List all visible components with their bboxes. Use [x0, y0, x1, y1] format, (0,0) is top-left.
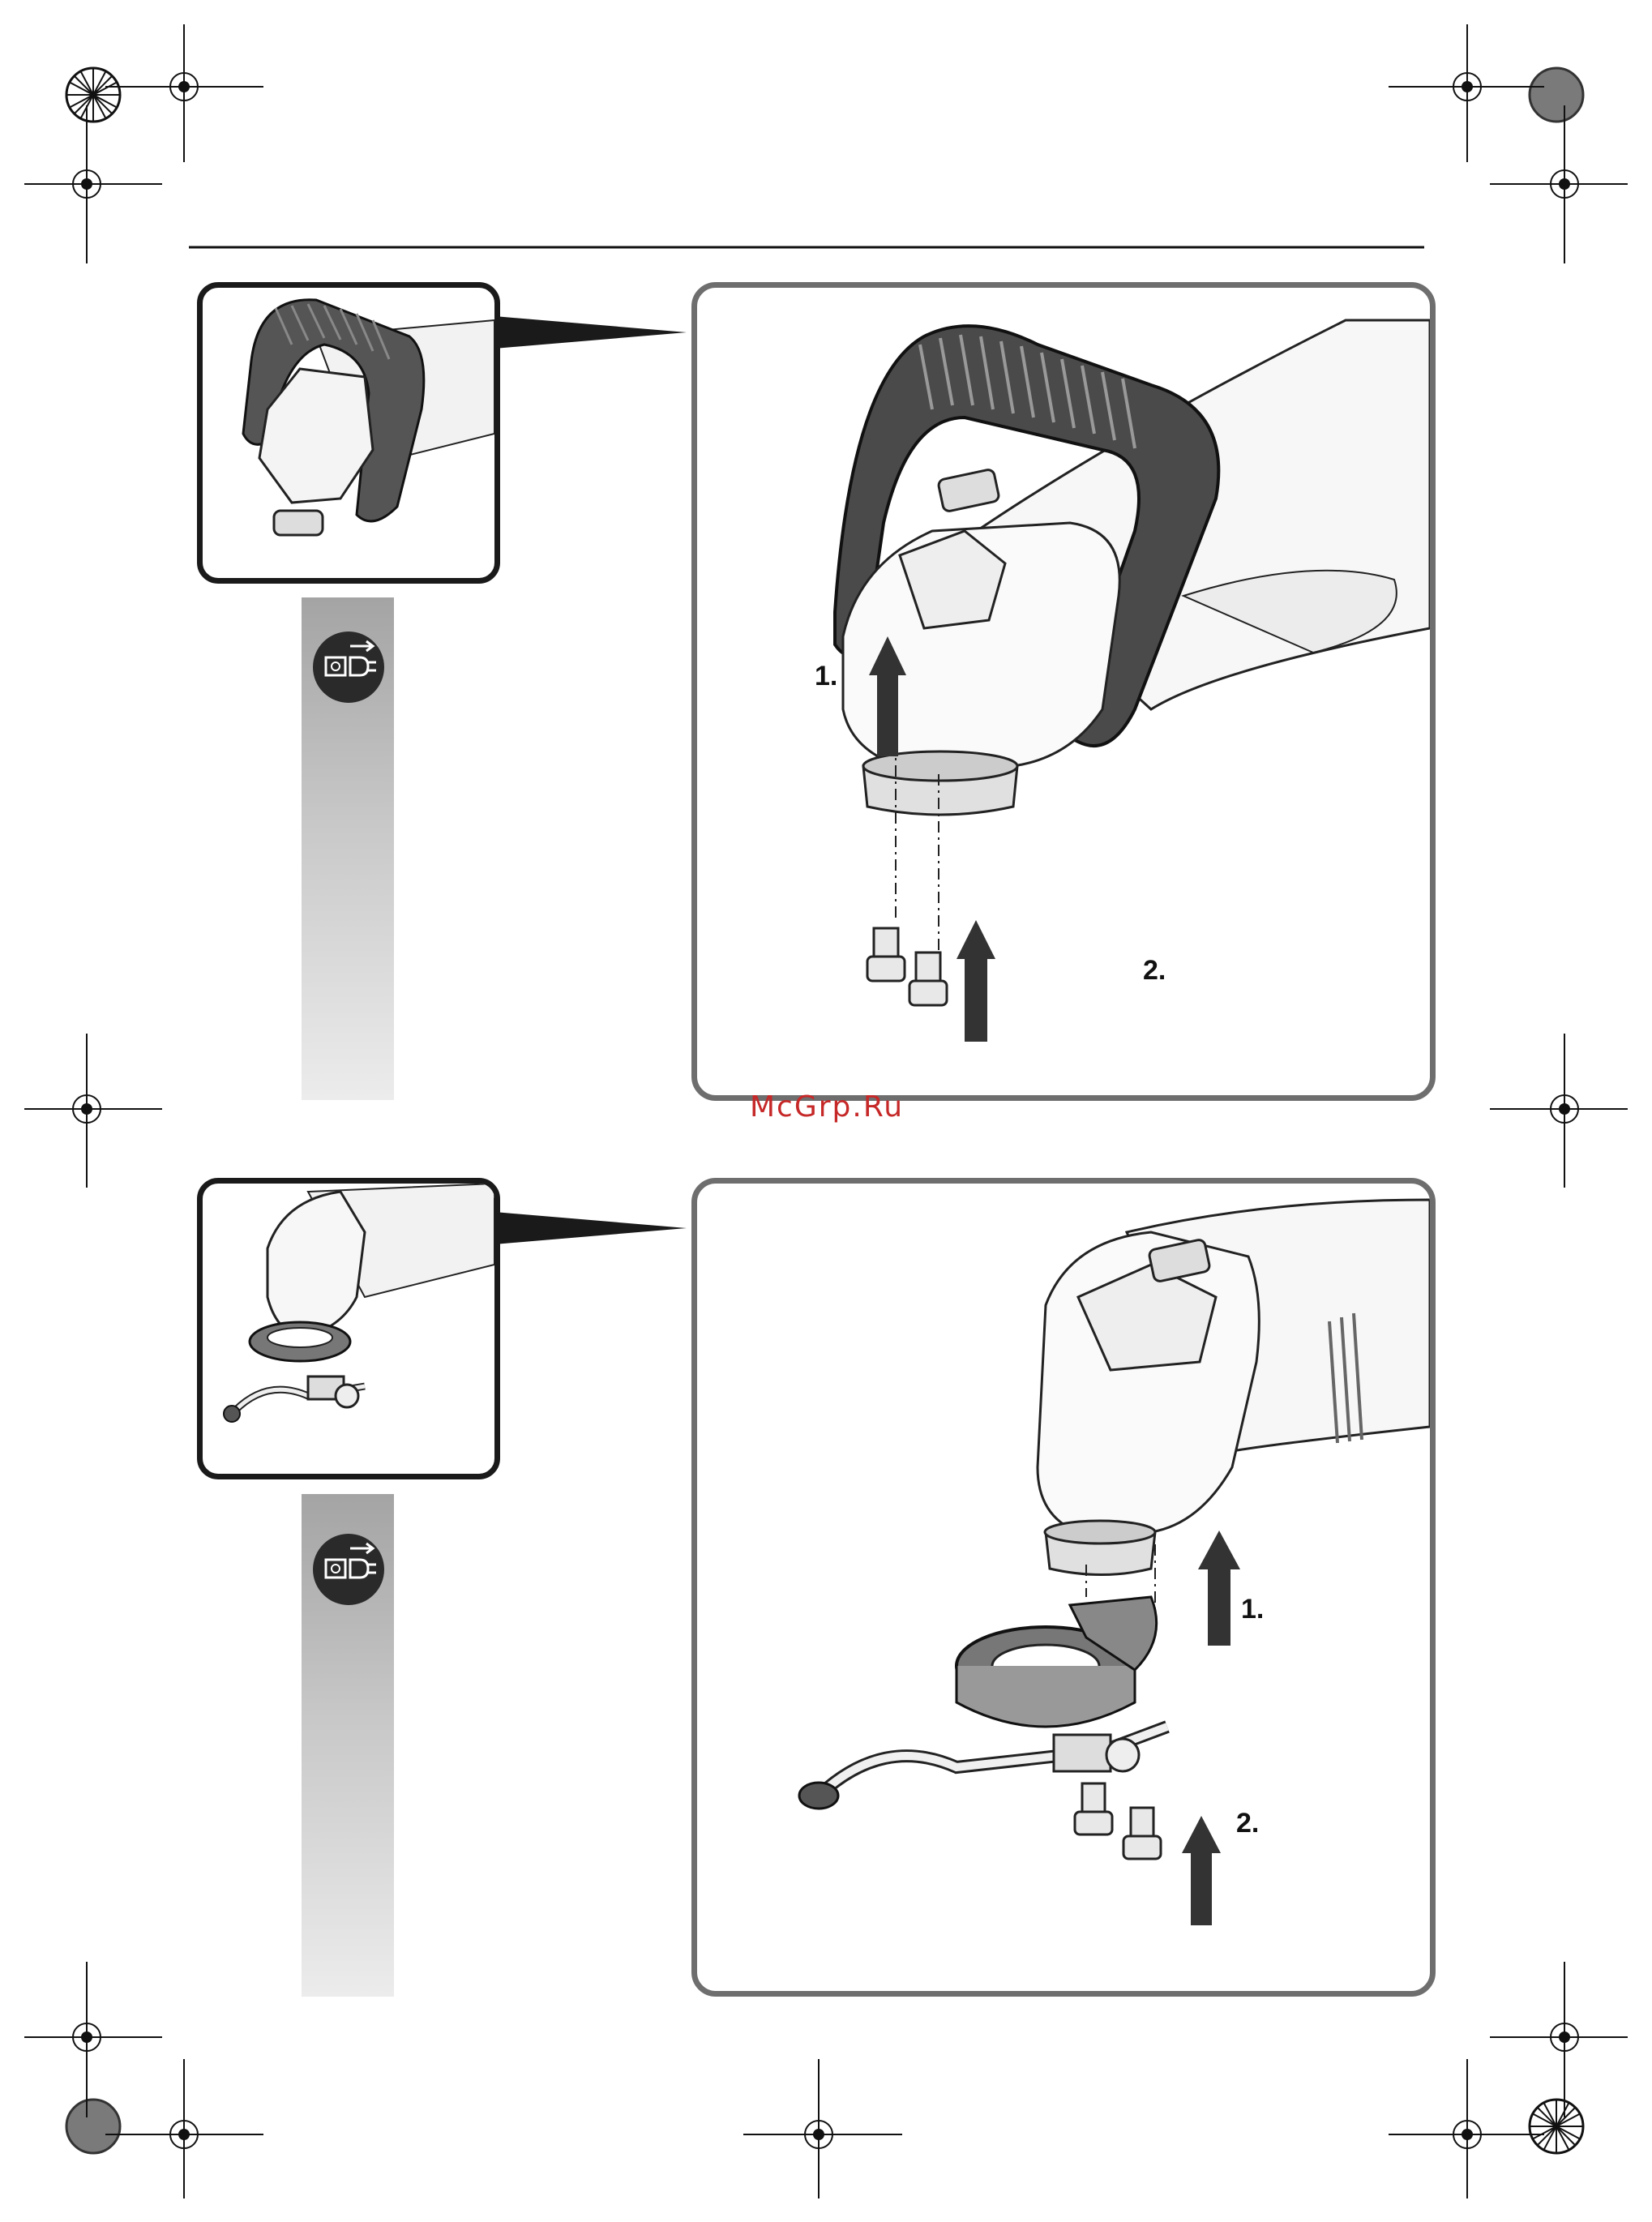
unplug-power-icon [311, 630, 386, 704]
figure-2-step-2-label: 2. [1236, 1808, 1259, 1839]
figure-1-step-1-label: 1. [815, 661, 837, 692]
figure-2-thumbnail [197, 1178, 500, 1479]
unplug-power-icon [311, 1532, 386, 1607]
zoom-pointer [494, 1204, 689, 1252]
remove-handle-drawing [697, 288, 1430, 1095]
figure-1-main-panel [691, 282, 1436, 1101]
zoom-pointer [494, 308, 689, 357]
color-registration-wheel-icon [66, 68, 120, 122]
figure-1-step-2-label: 2. [1143, 955, 1166, 987]
remove-depth-stop-drawing [697, 1184, 1430, 1991]
tool-with-depth-stop-thumbnail-drawing [203, 1184, 494, 1474]
figure-2-step-1-label: 1. [1241, 1594, 1264, 1625]
color-registration-wheel-icon [1530, 2100, 1583, 2153]
figure-1-thumbnail [197, 282, 500, 584]
gray-registration-disc-icon [1530, 68, 1583, 122]
watermark: McGrp.Ru [750, 1090, 904, 1124]
figure-2-main-panel [691, 1178, 1436, 1997]
gray-registration-disc-icon [66, 2100, 120, 2153]
tool-with-handle-thumbnail-drawing [203, 288, 494, 578]
